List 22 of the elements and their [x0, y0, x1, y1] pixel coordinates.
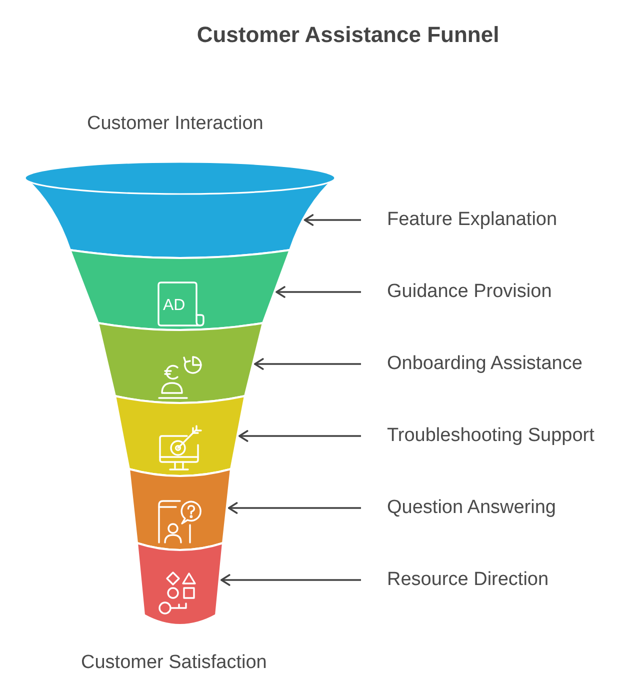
diagram-title: Customer Assistance Funnel — [196, 22, 500, 48]
step-label: Troubleshooting Support — [387, 425, 594, 447]
arrow — [238, 430, 361, 442]
step-label: Onboarding Assistance — [387, 353, 582, 375]
funnel-band — [97, 322, 264, 404]
arrow — [304, 214, 361, 226]
step-label: Resource Direction — [387, 569, 549, 591]
step-label: Question Answering — [387, 497, 556, 519]
arrow — [254, 358, 361, 370]
funnel-band — [136, 542, 224, 626]
arrow — [220, 574, 361, 586]
funnel-band — [24, 161, 336, 259]
arrow — [228, 502, 361, 514]
arrow — [276, 286, 361, 298]
stage-label: Customer Satisfaction — [81, 652, 267, 674]
step-label: Guidance Provision — [387, 281, 552, 303]
step-label: Feature Explanation — [387, 209, 558, 231]
funnel-band — [114, 395, 246, 477]
funnel-band — [69, 249, 291, 331]
stage-label: Customer Interaction — [87, 113, 264, 135]
icon-text: AD — [163, 297, 186, 314]
funnel-band — [128, 468, 232, 551]
